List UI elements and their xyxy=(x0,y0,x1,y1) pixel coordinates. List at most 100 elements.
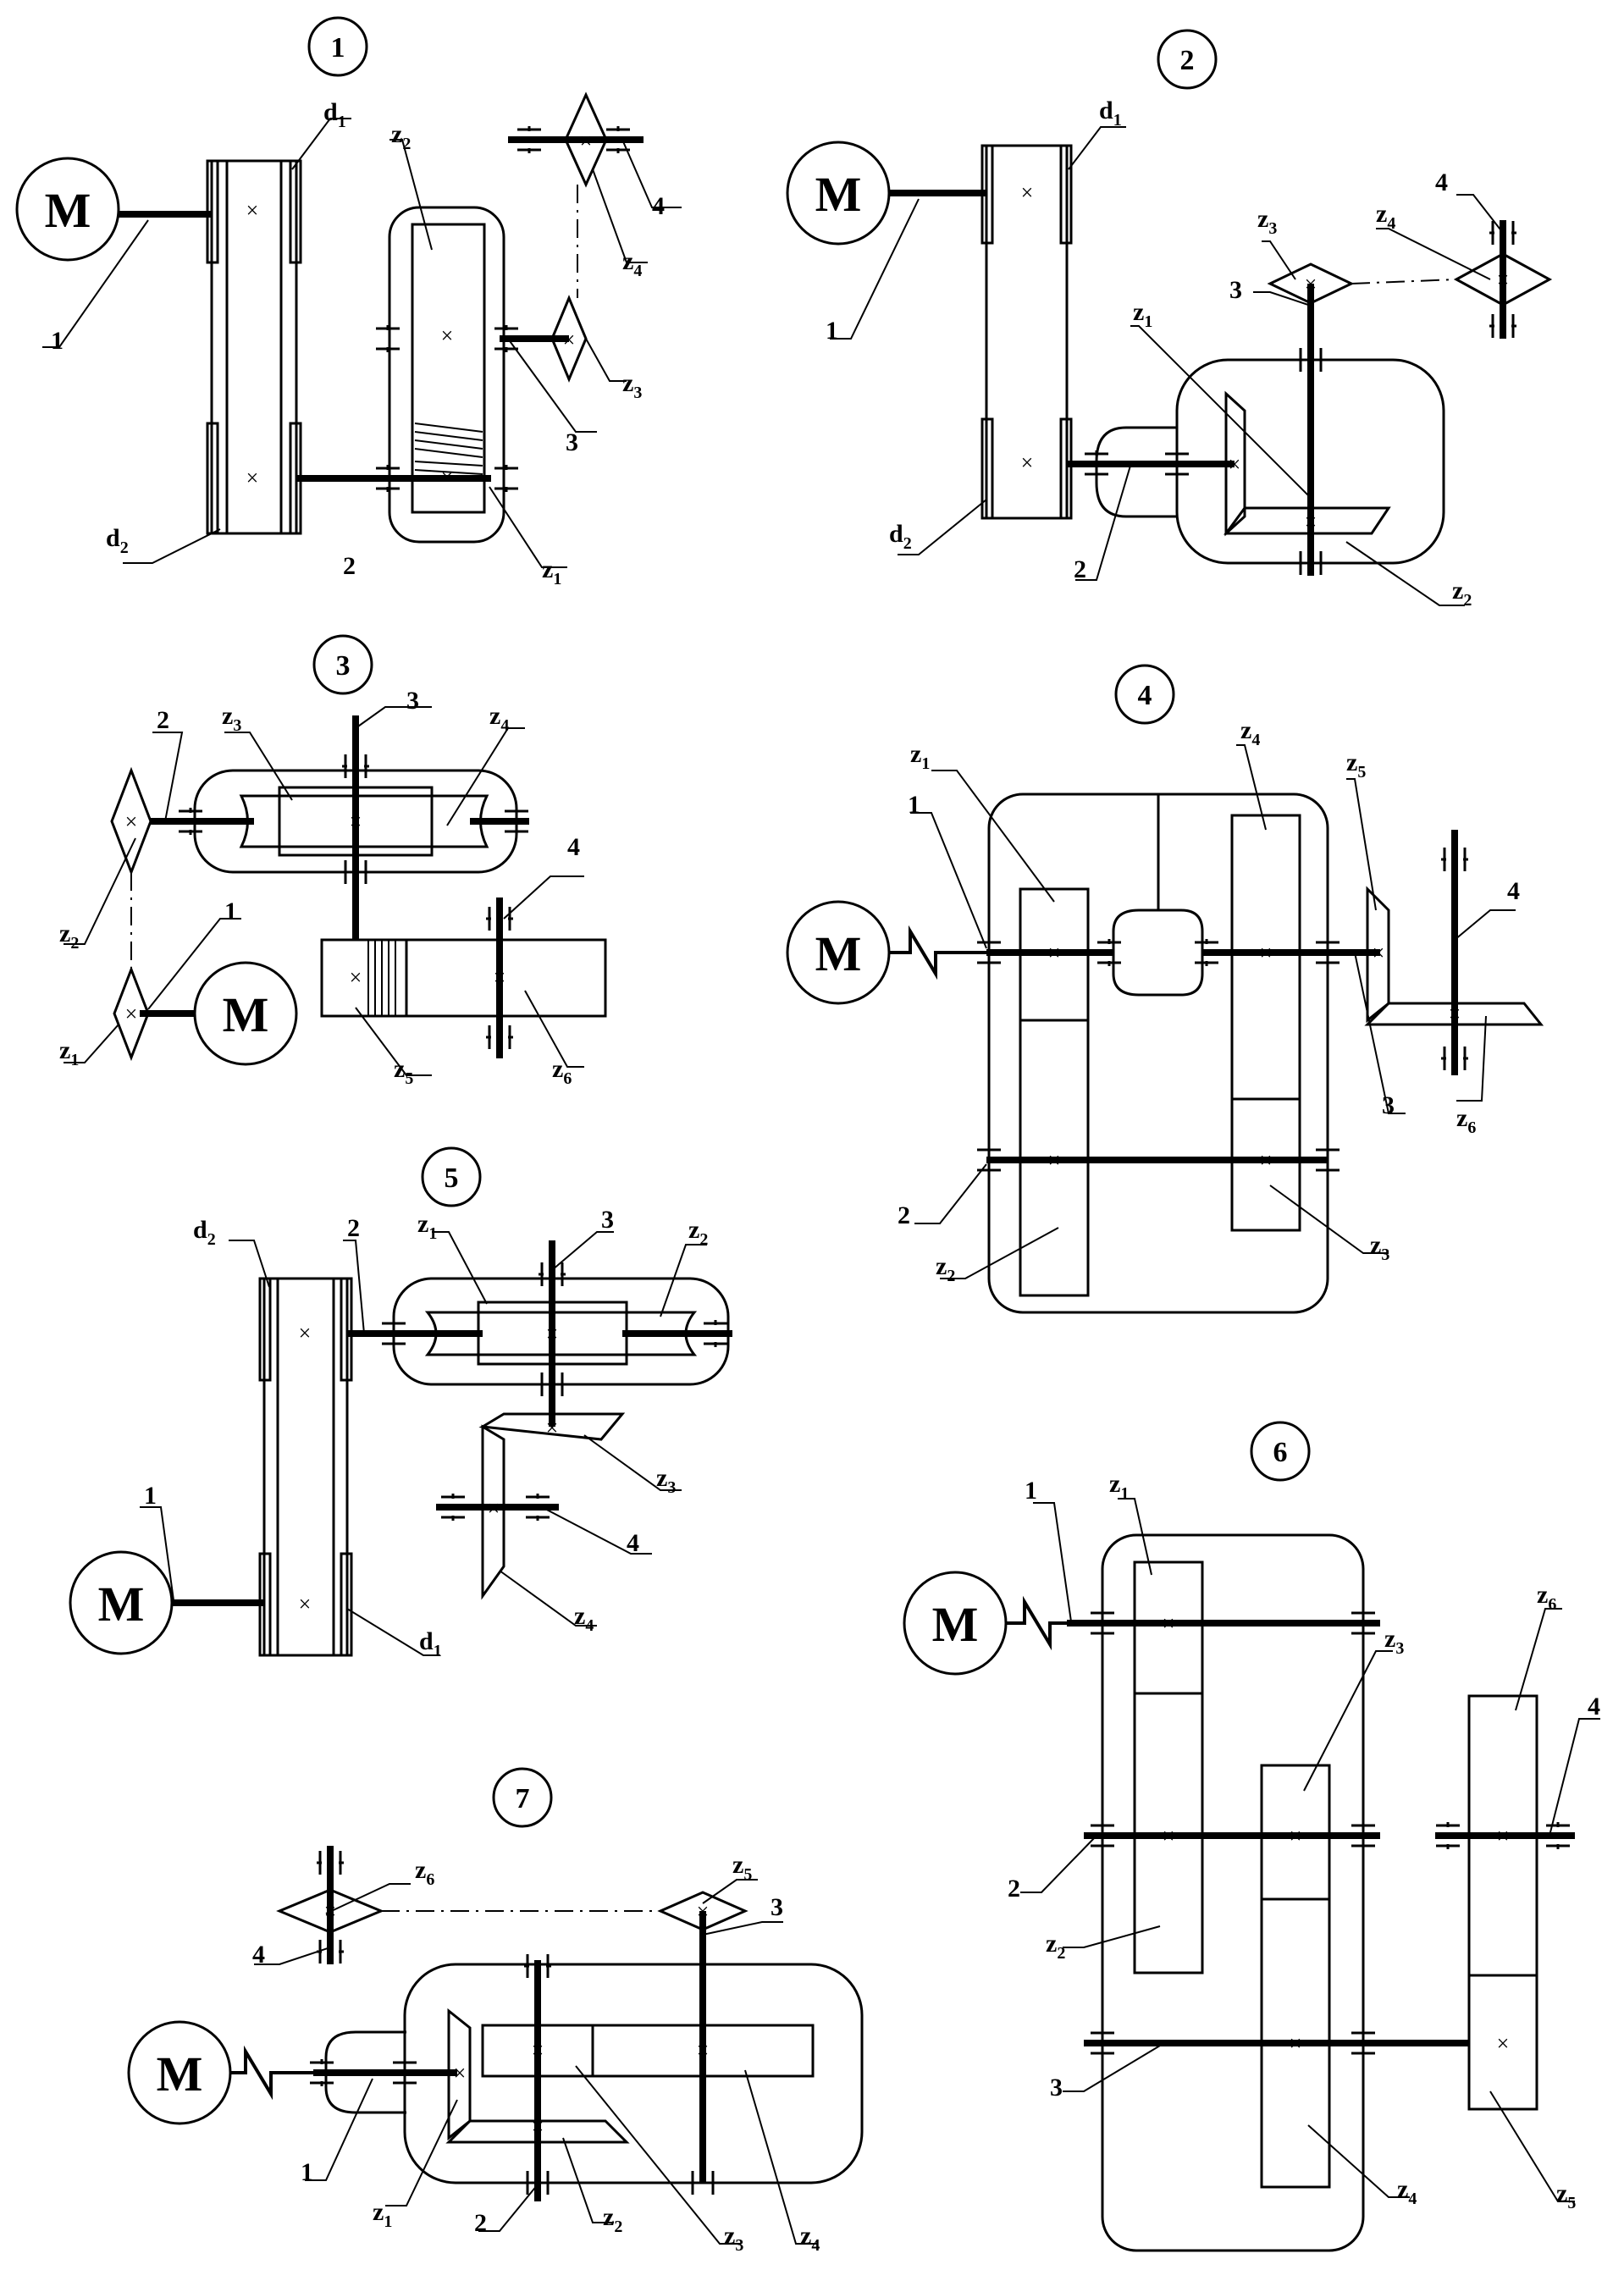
label-shaft-4: 4 xyxy=(1588,1693,1600,1720)
scheme-5: 5 M × × × × × xyxy=(69,1146,732,1657)
label-shaft-4: 4 xyxy=(627,1529,639,1557)
label-gear-z6: z6 xyxy=(1456,1104,1476,1137)
scheme-number-circle xyxy=(1157,29,1218,90)
label-shaft-1: 1 xyxy=(51,327,64,355)
label-gear-z4: z4 xyxy=(800,2222,820,2255)
scheme-6-labels: 1 2 3 4 z1 z2 z3 z4 z5 z6 xyxy=(1008,1470,1600,2212)
cross-mark: × xyxy=(580,129,593,153)
scheme-number-circle xyxy=(1250,1421,1311,1482)
chain-drive xyxy=(276,1846,748,1965)
cross-mark: × xyxy=(246,466,259,490)
leader-lines xyxy=(64,706,584,1076)
label-shaft-2: 2 xyxy=(898,1201,910,1229)
scheme-number-circle xyxy=(421,1146,482,1207)
label-gear-z2: z2 xyxy=(936,1252,955,1285)
scheme-number: 6 xyxy=(1273,1437,1288,1468)
worm-gearbox-housing xyxy=(388,206,505,544)
scheme-7: 7 M × × × × × × xyxy=(127,1767,864,2245)
gear-z5-z6-pair xyxy=(320,938,607,1018)
scheme-2: 2 M × × × × × × xyxy=(786,29,1553,606)
label-gear-z2: z2 xyxy=(603,2203,622,2236)
label-gear-z6: z6 xyxy=(552,1055,572,1088)
label-pulley-d2: d2 xyxy=(193,1216,216,1249)
scheme-number: 3 xyxy=(336,650,351,682)
scheme-4-labels: 1 2 3 4 z1 z2 z3 z4 z5 z6 xyxy=(898,716,1520,1285)
label-gear-z3: z3 xyxy=(222,702,241,735)
label-gear-z1: z1 xyxy=(910,740,930,773)
label-gear-z3: z3 xyxy=(622,369,642,402)
label-shaft-4: 4 xyxy=(1435,168,1448,196)
leader-lines xyxy=(140,1231,707,1656)
coupling-housing xyxy=(1095,426,1177,518)
label-gear-z1: z1 xyxy=(59,1036,79,1069)
label-shaft-3: 3 xyxy=(771,1893,783,1921)
motor xyxy=(15,157,120,262)
cross-mark: × xyxy=(299,1321,312,1345)
label-shaft-2: 2 xyxy=(1074,555,1086,583)
cross-mark: × xyxy=(1373,941,1385,965)
cross-mark: × xyxy=(1497,268,1510,292)
gear-z2-bevel xyxy=(1224,506,1391,535)
label-shaft-1: 1 xyxy=(144,1482,157,1510)
label-shaft-3: 3 xyxy=(1050,2074,1063,2102)
scheme-number-circle xyxy=(312,634,373,695)
belt-drive xyxy=(258,1277,353,1657)
cross-mark: × xyxy=(1305,272,1317,296)
label-shaft-2: 2 xyxy=(157,706,169,734)
label-shaft-2: 2 xyxy=(474,2209,487,2237)
label-gear-z1: z1 xyxy=(1133,298,1152,331)
label-shaft-1: 1 xyxy=(301,2158,313,2186)
leader-lines xyxy=(830,126,1504,606)
cross-mark: × xyxy=(350,965,362,990)
label-gear-z2: z2 xyxy=(59,920,79,953)
label-gear-z3: z3 xyxy=(1370,1231,1389,1264)
motor-label: M xyxy=(815,926,862,981)
cross-mark: × xyxy=(1021,450,1034,475)
label-gear-z2: z2 xyxy=(391,120,411,153)
elastic-coupling xyxy=(230,2045,322,2101)
scheme-1-labels: 1 2 3 4 d1 d2 z1 z2 z3 z4 xyxy=(51,98,665,588)
label-shaft-3: 3 xyxy=(406,687,419,715)
scheme-number: 4 xyxy=(1138,680,1152,711)
cross-mark: × xyxy=(125,1002,138,1026)
label-gear-z4: z4 xyxy=(622,247,642,280)
elastic-coupling xyxy=(1006,1595,1109,1651)
gear-z6-bevel xyxy=(1364,1002,1544,1026)
label-gear-z3: z3 xyxy=(724,2222,743,2255)
label-shaft-4: 4 xyxy=(252,1941,265,1969)
label-gear-z3: z3 xyxy=(1257,205,1277,238)
scheme-3-labels: 1 2 3 4 z1 z2 z3 z4 z5 z6 xyxy=(59,687,580,1088)
scheme-3: 3 M × × × × × xyxy=(64,634,607,1076)
label-gear-z4: z4 xyxy=(1240,716,1260,749)
gear-z2-bevel xyxy=(445,2119,630,2144)
cross-mark: × xyxy=(1048,941,1061,965)
scheme-number-circle xyxy=(492,1767,553,1828)
scheme-7-labels: 1 2 3 4 z1 z2 z3 z4 z5 z6 xyxy=(252,1851,820,2255)
gear-z2-worm-wheel xyxy=(424,1311,698,1356)
scheme-5-labels: 1 2 3 4 d1 d2 z1 z2 z3 z4 xyxy=(144,1206,708,1660)
cross-mark: × xyxy=(563,328,576,352)
scheme-number-circle xyxy=(1114,664,1175,725)
label-shaft-1: 1 xyxy=(908,791,920,819)
gear-z4-bevel xyxy=(481,1424,505,1600)
cross-mark: × xyxy=(1229,452,1241,477)
label-gear-z4: z4 xyxy=(1376,200,1395,233)
label-pulley-d1: d1 xyxy=(419,1627,442,1660)
scheme-6: 6 M × × × × × × xyxy=(903,1421,1600,2252)
label-gear-z4: z4 xyxy=(574,1602,594,1635)
scheme-2-labels: 1 2 3 4 d1 d2 z1 z2 z3 z4 xyxy=(826,97,1472,610)
cross-mark: × xyxy=(441,465,454,489)
label-pulley-d1: d1 xyxy=(1099,97,1122,130)
label-shaft-2: 2 xyxy=(347,1214,360,1242)
label-gear-z5: z5 xyxy=(1346,748,1366,782)
motor-label: M xyxy=(932,1597,979,1652)
label-shaft-1: 1 xyxy=(224,898,237,925)
chain-drive xyxy=(1267,219,1553,340)
label-shaft-1: 1 xyxy=(1025,1477,1037,1505)
label-shaft-3: 3 xyxy=(1229,276,1242,304)
label-pulley-d2: d2 xyxy=(106,524,129,557)
label-pulley-d1: d1 xyxy=(323,98,346,131)
scheme-number: 1 xyxy=(331,32,345,64)
cross-mark: × xyxy=(1290,1824,1302,1848)
